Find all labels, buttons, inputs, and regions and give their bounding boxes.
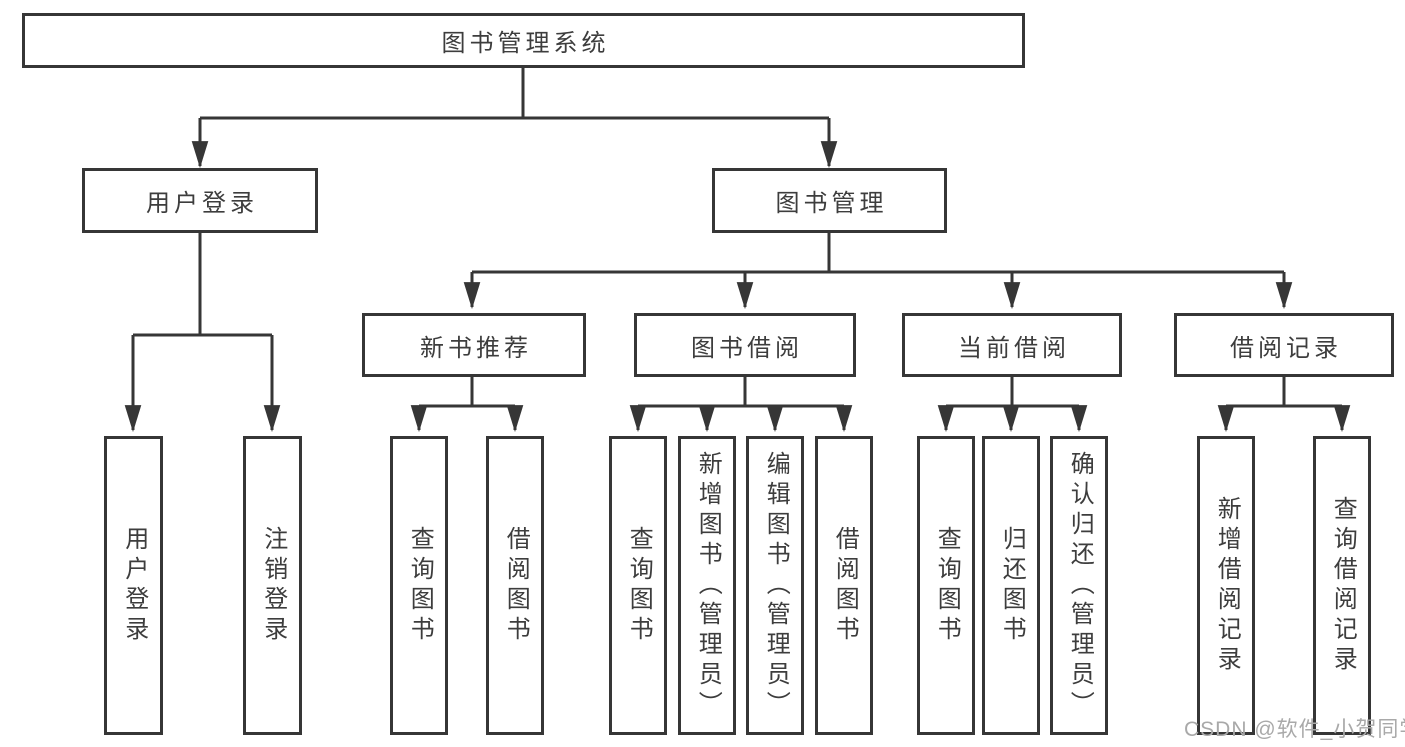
- leaf-borrow-books: 借阅图书: [815, 436, 873, 735]
- node-borrow-records: 借阅记录: [1174, 313, 1394, 377]
- csdn-watermark: CSDN @软件_小贺同学: [1184, 718, 1405, 741]
- leaf-logout-label: 注销登录: [259, 525, 287, 646]
- leaf-return-book-label: 归还图书: [998, 525, 1026, 646]
- node-new-book-recommend: 新书推荐: [362, 313, 586, 377]
- node-current-borrow: 当前借阅: [902, 313, 1122, 377]
- leaf-borrow-books-recommend-label: 借阅图书: [502, 525, 530, 646]
- leaf-query-borrow-record-label: 查询借阅记录: [1329, 495, 1357, 676]
- leaf-query-books-borrow: 查询图书: [609, 436, 667, 735]
- leaf-query-books-current: 查询图书: [917, 436, 975, 735]
- node-borrow-records-label: 借阅记录: [1230, 334, 1342, 362]
- tree-trunk-lines: [133, 68, 1342, 408]
- node-system-root-label: 图书管理系统: [441, 30, 610, 57]
- leaf-logout: 注销登录: [243, 436, 302, 735]
- leaf-user-login: 用户登录: [104, 436, 163, 735]
- node-user-login-label: 用户登录: [146, 190, 258, 217]
- node-system-root: 图书管理系统: [22, 13, 1025, 68]
- node-book-mgmt: 图书管理: [712, 168, 947, 233]
- node-new-book-recommend-label: 新书推荐: [420, 334, 532, 362]
- leaf-query-books-recommend-label: 查询图书: [406, 525, 434, 646]
- leaf-return-book: 归还图书: [982, 436, 1040, 735]
- node-book-borrow-label: 图书借阅: [691, 334, 803, 362]
- leaf-add-borrow-record-label: 新增借阅记录: [1213, 495, 1241, 676]
- node-book-borrow: 图书借阅: [634, 313, 856, 377]
- node-book-mgmt-label: 图书管理: [775, 190, 888, 217]
- leaf-confirm-return-admin-label: 确认归还（管理员）: [1066, 450, 1094, 721]
- leaf-confirm-return-admin: 确认归还（管理员）: [1050, 436, 1108, 735]
- leaf-user-login-label: 用户登录: [120, 525, 148, 646]
- leaf-query-books-borrow-label: 查询图书: [625, 525, 653, 646]
- leaf-borrow-books-recommend: 借阅图书: [486, 436, 544, 735]
- leaf-edit-book-admin: 编辑图书（管理员）: [746, 436, 804, 735]
- leaf-borrow-books-label: 借阅图书: [831, 525, 859, 646]
- leaf-edit-book-admin-label: 编辑图书（管理员）: [762, 450, 790, 721]
- leaf-query-borrow-record: 查询借阅记录: [1313, 436, 1371, 735]
- node-user-login: 用户登录: [82, 168, 318, 233]
- leaf-add-book-admin-label: 新增图书（管理员）: [694, 450, 722, 721]
- node-current-borrow-label: 当前借阅: [958, 334, 1070, 362]
- leaf-query-books-current-label: 查询图书: [933, 525, 961, 646]
- leaf-add-borrow-record: 新增借阅记录: [1197, 436, 1255, 735]
- leaf-add-book-admin: 新增图书（管理员）: [678, 436, 736, 735]
- leaf-query-books-recommend: 查询图书: [390, 436, 448, 735]
